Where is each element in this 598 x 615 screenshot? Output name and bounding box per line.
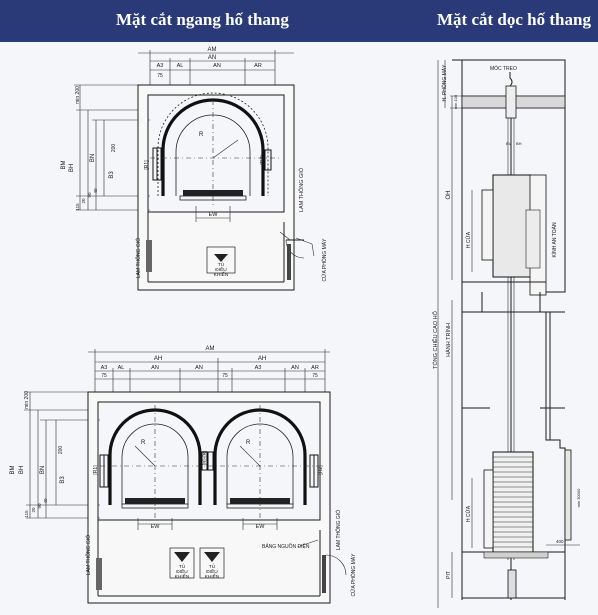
dim2-75-a: 75 [101,373,107,379]
vent-label-right: LAM THÔNG GIÓ [298,167,305,212]
r2-label: [R2] [260,155,266,165]
vent2-left-label: LAM THÔNG GIÓ [85,535,92,575]
dim2-a3-right: A3 [255,365,262,371]
dim2-bh: BH [19,466,25,474]
dim2-an-1: AN [151,365,159,371]
dim2-40: 40 [43,498,48,504]
ew-left-label: EW [151,524,161,530]
shaft-wall [137,84,295,291]
dim2-ah-right: AH [258,356,266,362]
dim2-an-3: AN [291,365,299,371]
r-mid-label: [R]+[R] [202,451,207,465]
cabinet2-label-2: ĐIỀU [206,568,218,575]
dim-bh: BH [69,164,75,172]
vent-label-left: LAM THÔNG GIÓ [135,238,142,278]
dim-bm: BM [61,160,67,169]
ew-right-label: EW [256,524,266,530]
dim2-200: 200 [58,446,64,455]
dim-400-label: 400 [556,539,564,544]
dim-an-total: AN [208,55,216,61]
ew-label: EW [209,212,219,218]
dim-al: AL [177,63,184,69]
dim-115: 115 [75,203,80,211]
dim-75: 75 [157,73,163,79]
dim2-115: 115 [24,510,29,518]
dim2-bm: BM [10,465,16,474]
dim-20: 20 [81,198,86,204]
cabinet2-label-3: KHIỂN [205,573,220,580]
door-height-top-label: H CỬA [465,231,472,248]
dim-40: 40 [93,188,98,194]
dim2-75-c: 75 [312,373,318,379]
cabinet1-label-1: TỦ [179,563,186,570]
plan-double-shaft: AM AH AH A3 AL AN AN A3 AN AR 75 75 75 m… [10,346,357,604]
cabinet-label-2: ĐIỀU [215,266,227,273]
vertical-section: MÓC TREO BV BH H. PHÒNG MÁY min 100 OH T… [432,59,581,608]
machine-door-label: CỬA PHÒNG MÁY [321,238,328,282]
dim2-90: 90 [37,503,42,509]
radius-label: R [199,132,204,138]
control-cabinet-2 [199,547,225,579]
dim-a3: A3 [157,63,164,69]
dim2-a3-left: A3 [101,365,108,371]
dim-min-200: min 200 [75,86,81,104]
oh-label: OH [446,191,452,200]
dim2-am: AM [206,346,215,352]
dim2-20: 20 [31,507,36,513]
dim-am: AM [208,47,217,53]
dim2-an-2: AN [195,365,203,371]
plan-single-shaft: AM AN A3 AL AN AR 75 min 200 BM BH BN B3… [61,47,328,291]
title-bar [0,0,598,42]
dim-bn: BN [90,154,96,162]
control-cabinet [206,246,236,274]
radius-right-label: R [246,440,251,446]
elevator-car-top [492,174,532,278]
dim-b3: B3 [109,171,115,179]
machine-room-height-label: H. PHÒNG MÁY [441,64,448,102]
dim2-bn: BN [40,466,46,474]
pit-label: PIT [446,571,452,579]
radius-left-label: R [141,440,146,446]
dim2-al: AL [118,365,125,371]
min-100-label: min 100 [453,94,458,109]
cabinet1-label-2: ĐIỀU [176,568,188,575]
dim-90: 90 [87,192,92,198]
dim2-ar: AR [311,365,319,371]
dim-ar: AR [254,63,262,69]
bv-label: BV [506,141,512,146]
elevation-section-title: Mặt cắt dọc hố thang [437,10,591,29]
safety-window-label: KÍNH AN TOÀN [551,222,558,257]
power-panel-label: BẢNG NGUỒN ĐIỆN [262,542,310,550]
total-height-label: TỔNG CHIỀU CAO HỐ [432,310,439,368]
cabinet-label-1: TỦ [218,261,225,268]
cabinet-label-3: KHIỂN [214,271,229,278]
vent2-right-label: LAM THÔNG GIÓ [335,510,342,550]
dim2-ah-left: AH [154,356,162,362]
r2-double-label: [R2] [318,465,324,475]
r1-double-label: [R1] [93,465,99,475]
dim-an: AN [213,63,221,69]
guide-rail-right [264,149,272,171]
dim2-min-200: min 200 [24,391,30,409]
shaft-wall-double [87,391,331,604]
bh-label: BH [516,141,522,146]
r1-label: [R1] [144,160,150,170]
travel-label: HÀNH TRÌNH [445,323,452,357]
min-30000-label: min 30000 [576,488,581,507]
cabinet1-label-3: KHIỂN [175,573,190,580]
cabinet2-label-1: TỦ [209,563,216,570]
dim-200: 200 [111,144,117,153]
plan-section-title: Mặt cắt ngang hố thang [116,10,289,29]
dim2-b3: B3 [60,476,66,484]
hook-label: MÓC TREO [490,65,517,72]
dim2-75-b: 75 [222,373,228,379]
door-height-bottom-label: H CỬA [465,505,472,522]
elevator-car-bottom [492,451,534,553]
machine-door2-label: CỬA PHÒNG MÁY [350,553,357,597]
control-cabinet-1 [169,547,195,579]
